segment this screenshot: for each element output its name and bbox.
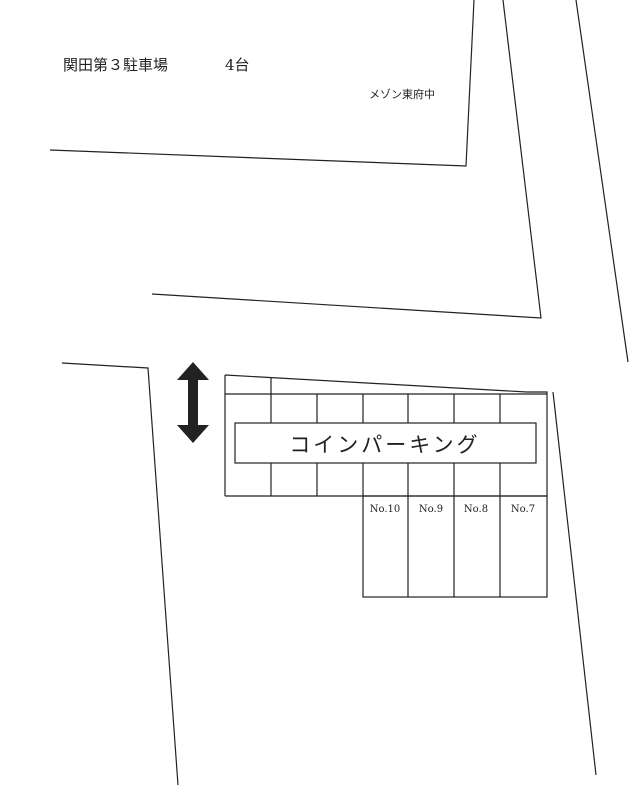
road-edge-top-left bbox=[49, 0, 475, 167]
coin-parking-lot: コインパーキング bbox=[224, 374, 548, 497]
road-edge-right-top bbox=[575, 0, 629, 363]
road-edge-left bbox=[61, 362, 179, 786]
reserved-spaces: No.10 No.9 No.8 No.7 bbox=[362, 495, 548, 598]
space-no-10: No.10 bbox=[370, 504, 401, 515]
lot-sign bbox=[234, 422, 537, 464]
parking-capacity: 4台 bbox=[225, 56, 250, 74]
road-edge-right-bottom bbox=[552, 391, 597, 776]
parking-title: 関田第３駐車場 bbox=[63, 56, 168, 74]
space-no-9: No.9 bbox=[419, 504, 443, 515]
double-arrow-vertical-icon bbox=[177, 362, 209, 443]
road-edge-middle bbox=[151, 0, 542, 319]
lot-label: コインパーキング bbox=[289, 433, 480, 457]
space-no-8: No.8 bbox=[464, 504, 488, 515]
building-label: メゾン東府中 bbox=[369, 87, 435, 101]
roads bbox=[49, 0, 629, 786]
space-no-7: No.7 bbox=[511, 504, 535, 515]
